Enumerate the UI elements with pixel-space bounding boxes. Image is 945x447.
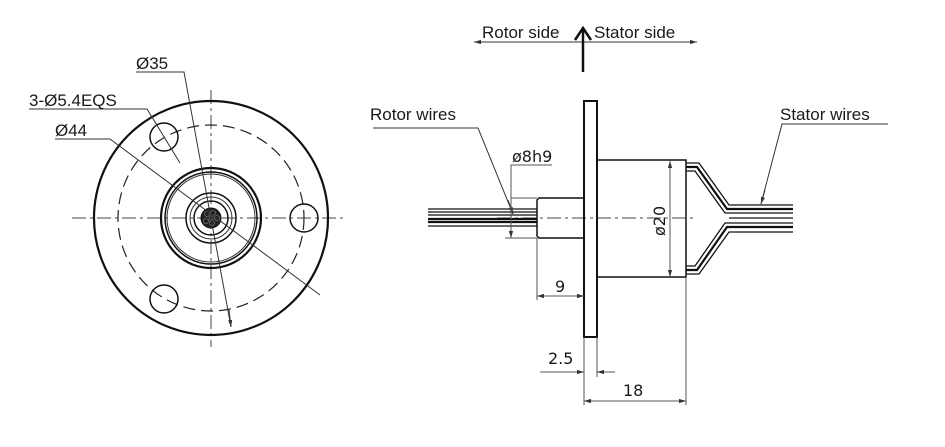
side-view: Rotor side Stator side bbox=[370, 23, 888, 405]
label-outer-diameter: Ø44 bbox=[55, 121, 87, 140]
leader-outer-diameter bbox=[55, 138, 321, 296]
shaft-ring-inner bbox=[193, 200, 229, 236]
leader-stator-wires bbox=[760, 123, 888, 205]
rotor-wires bbox=[428, 208, 537, 227]
flange bbox=[583, 100, 598, 338]
mounting-hole bbox=[149, 122, 179, 152]
flange-outline bbox=[92, 99, 330, 337]
leader-arrow bbox=[228, 309, 233, 328]
body-diameter-label: ø20 bbox=[650, 206, 669, 236]
body-ring-outer bbox=[159, 166, 263, 270]
leader-rotor-wires bbox=[373, 127, 514, 215]
shaft-diameter-label: ø8h9 bbox=[512, 147, 552, 166]
rotor-side-label: Rotor side bbox=[482, 23, 559, 42]
shaft-ring bbox=[189, 196, 233, 240]
rotor-wires-label: Rotor wires bbox=[370, 105, 456, 124]
stator-wires bbox=[686, 162, 793, 275]
label-holes: 3-Ø5.4EQS bbox=[29, 91, 117, 110]
leader-holes bbox=[29, 108, 181, 164]
body-length-label: 18 bbox=[623, 381, 643, 400]
shaft-ring-outer bbox=[185, 192, 237, 244]
body-ring bbox=[166, 173, 256, 263]
shaft-length-label: 9 bbox=[555, 277, 565, 296]
bolt-circle bbox=[117, 124, 305, 312]
leader-bolt-circle bbox=[136, 71, 232, 328]
shaft-diameter-dim bbox=[510, 164, 552, 238]
mounting-hole bbox=[289, 203, 319, 233]
leader-arrow bbox=[760, 189, 766, 205]
label-bolt-circle: Ø35 bbox=[136, 54, 168, 73]
up-arrow-icon bbox=[573, 25, 593, 41]
body-cylinder bbox=[597, 159, 687, 278]
flange-thickness-label: 2.5 bbox=[548, 349, 573, 368]
stator-side-label: Stator side bbox=[594, 23, 675, 42]
mounting-hole bbox=[149, 284, 179, 314]
stator-wires-label: Stator wires bbox=[780, 105, 870, 124]
front-view: Ø35 3-Ø5.4EQS Ø44 bbox=[29, 54, 345, 347]
body-ring bbox=[164, 171, 258, 265]
